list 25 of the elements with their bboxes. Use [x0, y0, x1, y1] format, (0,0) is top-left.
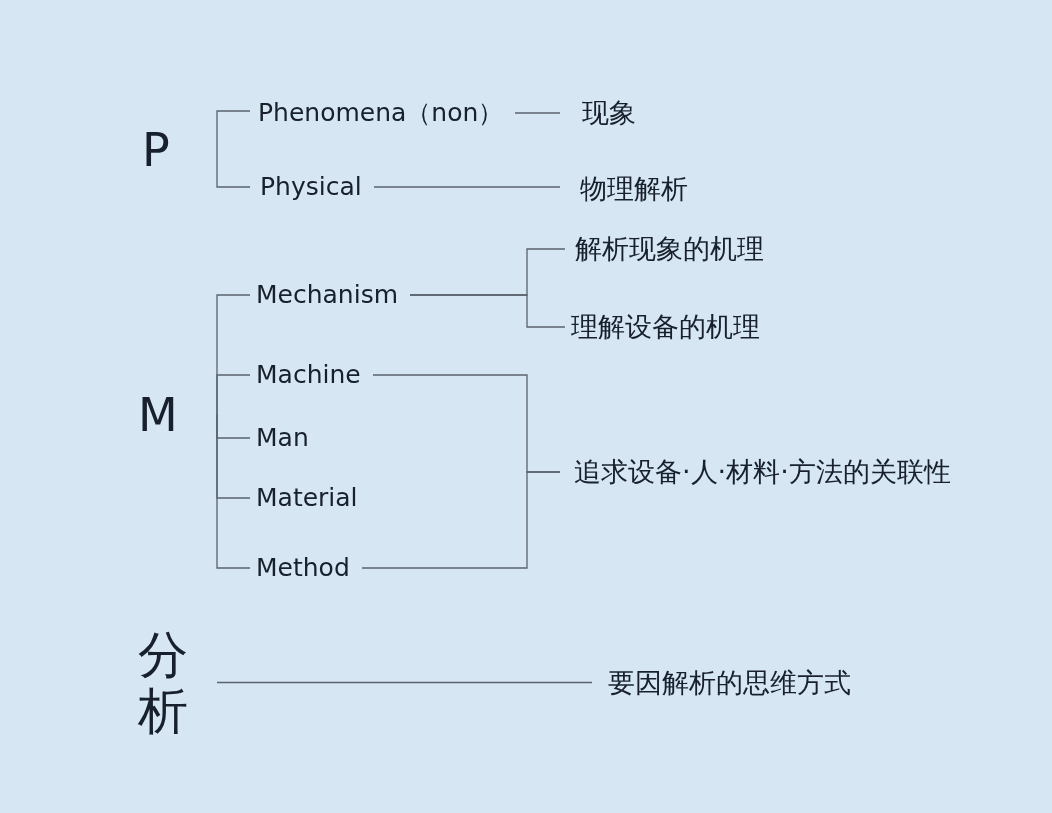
connector-line	[216, 149, 251, 188]
connector-line	[216, 374, 251, 416]
term-label: Machine	[256, 361, 361, 389]
heading-characters: 分析	[138, 626, 189, 739]
term-label: Material	[256, 484, 358, 512]
connector-line	[373, 186, 561, 188]
connector-line	[409, 294, 566, 328]
meaning-label: 追求设备·人·材料·方法的关联性	[574, 457, 951, 487]
term-label: Method	[256, 554, 350, 582]
connector-line	[514, 112, 561, 114]
connector-line	[216, 414, 251, 569]
term-label: Man	[256, 424, 309, 452]
heading-letter: P	[142, 124, 170, 176]
term-label: Phenomena（non）	[258, 99, 504, 127]
term-label: Mechanism	[256, 281, 399, 309]
term-label: Physical	[260, 173, 362, 201]
connector-line	[216, 681, 593, 684]
meaning-label: 要因解析的思维方式	[608, 668, 851, 698]
meaning-label: 理解设备的机理	[571, 312, 760, 342]
meaning-label: 解析现象的机理	[575, 234, 764, 264]
connector-line	[361, 471, 561, 569]
meaning-label: 物理解析	[580, 174, 688, 204]
heading-letter: M	[138, 389, 178, 441]
meaning-label: 现象	[582, 98, 636, 128]
connector-line	[216, 110, 251, 151]
